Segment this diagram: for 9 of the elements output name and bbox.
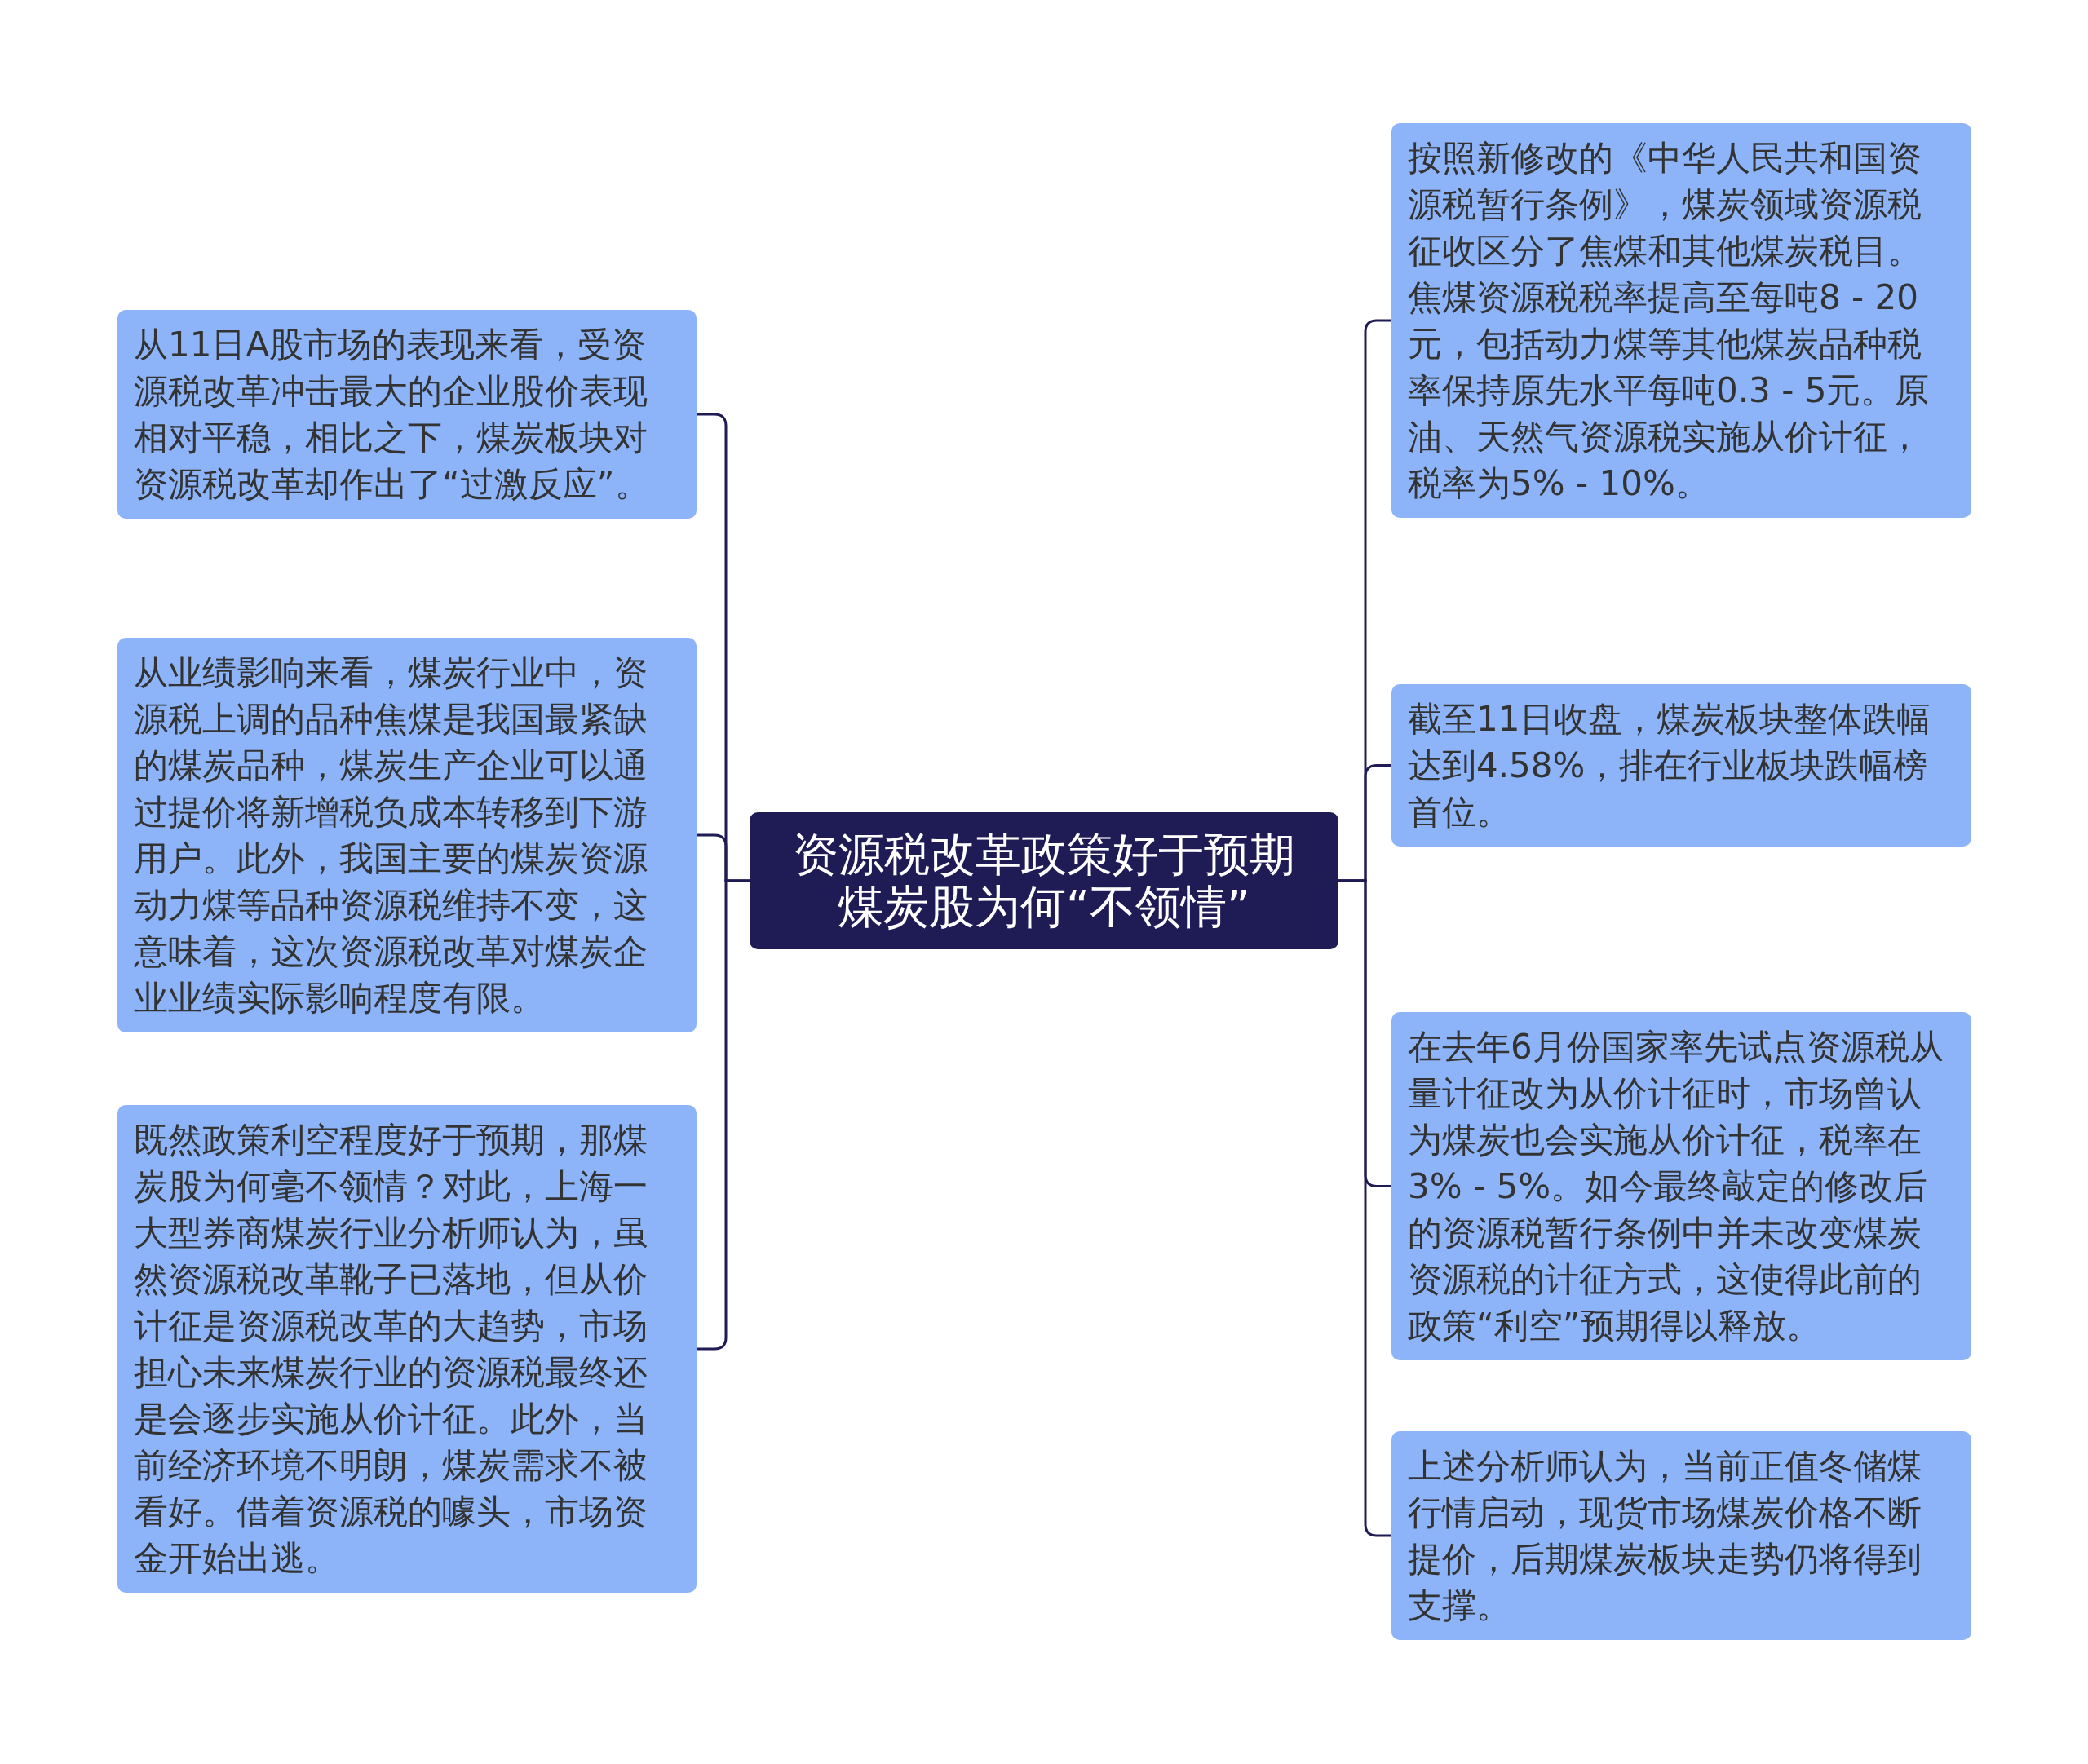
- topic-box: 从11日A股市场的表现来看，受资源税改革冲击最大的企业股价表现相对平稳，相比之下，煤炭板块对资源税改革却作出了“过激反应”。: [117, 310, 697, 519]
- connector-line: [697, 879, 750, 1351]
- topic-box: 既然政策利空程度好于预期，那煤炭股为何毫不领情？对此，上海一大型券商煤炭行业分析师认为，虽然资源税改革靴子已落地，但从价计征是资源税改革的大趋势，市场担心未来煤炭行业的资源税最终还是会逐步实施从价计征。此外，当前经济环境不明朗，煤炭需求不被看好。借着资源税的噱头，市场资金开始出逃。: [117, 1105, 697, 1593]
- central-topic-box: 资源税改革政策好于预期煤炭股为何“不领情”: [750, 812, 1338, 949]
- topic-box: 截至11日收盘，煤炭板块整体跌幅达到4.58%，排在行业板块跌幅榜首位。: [1391, 683, 1971, 847]
- topic-box: 从业绩影响来看，煤炭行业中，资源税上调的品种焦煤是我国最紧缺的煤炭品种，煤炭生产企业可以通过提价将新增税负成本转移到下游用户。此外，我国主要的煤炭资源动力煤等品种资源税维持不变，这意味着，这次资源税改革对煤炭企业业绩实际影响程度有限。: [117, 638, 697, 1032]
- topic-box: 在去年6月份国家率先试点资源税从量计征改为从价计征时，市场曾认为煤炭也会实施从价计征，税率在3% - 5%。如今最终敲定的修改后的资源税暂行条例中并未改变煤炭资源税的计征方式，这使得此前的政策“利空”预期得以释放。: [1391, 1011, 1971, 1360]
- topic-box: 按照新修改的《中华人民共和国资源税暂行条例》，煤炭领域资源税征收区分了焦煤和其他煤炭税目。焦煤资源税税率提高至每吨8 - 20元，包括动力煤等其他煤炭品种税率保持原先水平每吨0.3 - 5元。原油、天然气资源税实施从价计征，税率为5% - 10%。: [1391, 123, 1971, 518]
- topic-box: 上述分析师认为，当前正值冬储煤行情启动，现货市场煤炭价格不断提价，后期煤炭板块走势仍将得到支撑。: [1391, 1431, 1971, 1640]
